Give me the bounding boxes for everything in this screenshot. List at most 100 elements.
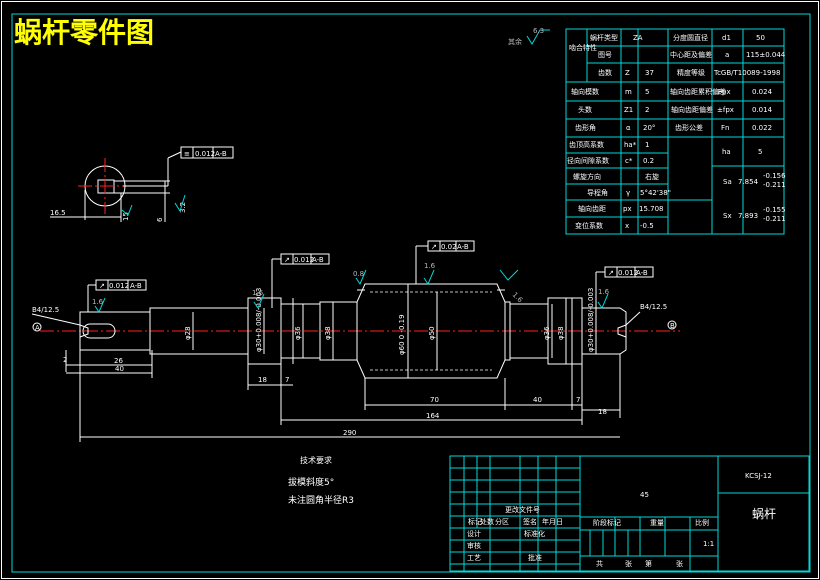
center-hole-right: B4/12.5	[640, 303, 667, 311]
dim-length: 2	[63, 356, 67, 364]
param-value: 5	[758, 148, 762, 156]
dim-length: 70	[430, 396, 439, 404]
param-label: 图号	[598, 51, 612, 59]
param-label: 中心距及偏差	[670, 50, 712, 59]
center-hole-left: B4/12.5	[32, 306, 59, 314]
dia-label: φ30+0.008/-0.003	[587, 288, 595, 352]
param-label: 变位系数	[575, 221, 603, 230]
param-label: 轴向齿距偏差	[671, 105, 713, 114]
gt-symbol: ↗	[608, 269, 614, 277]
role-cell: 工艺	[467, 554, 481, 562]
dim-length: 164	[426, 412, 440, 420]
bottom-cell: 共	[596, 559, 603, 568]
dim-length: 18	[598, 408, 607, 416]
dim-length: 40	[115, 365, 124, 373]
param-sym: x	[625, 222, 629, 230]
right-label: 重量	[650, 519, 664, 527]
param-label: 头数	[578, 105, 592, 114]
tech-heading: 技术要求	[300, 455, 332, 465]
dim-length: 7	[285, 376, 289, 384]
surface-value: 1.6	[511, 291, 525, 305]
surface-finish-note: 其余 6.3	[508, 27, 550, 46]
inner-frame	[11, 13, 811, 573]
surface-mark: 1.6	[597, 288, 610, 310]
surface-finish-value: 6.3	[533, 27, 544, 35]
dia-label: φ38	[557, 326, 565, 340]
gt-symbol: ↗	[284, 256, 290, 264]
tech-requirements: 技术要求 拔模斜度5° 未注圆角半径R3	[288, 455, 354, 506]
param-value: 0.024	[752, 88, 773, 96]
param-label: 分度圆直径	[673, 33, 708, 42]
bottom-cell: 张	[676, 559, 683, 568]
param-value: 7.854	[738, 178, 759, 186]
param-value: 0.014	[752, 106, 773, 114]
dia-label: φ36	[543, 326, 551, 340]
gt-datum: A-B	[457, 243, 469, 251]
param-value: 115±0.044	[746, 51, 786, 59]
param-value: TcGB/T10089-1998	[713, 69, 780, 77]
gt-tol: 0.012	[294, 256, 314, 264]
surface-mark: 0.8	[353, 269, 367, 286]
param-label: 精度等级	[677, 68, 705, 77]
param-value: 右旋	[645, 172, 659, 181]
param-sym: px	[623, 205, 632, 213]
surface-mark: 1.6	[423, 262, 436, 286]
bottom-cell: 张	[625, 559, 632, 568]
surface-value: 0.8	[353, 270, 364, 278]
param-tol-lower: -0.211	[763, 181, 786, 189]
param-label: 齿形角	[575, 123, 596, 132]
param-label: 蜗杆类型	[590, 33, 618, 42]
surface-value: 1.6	[92, 298, 104, 306]
gt-symbol: ↗	[99, 282, 105, 290]
param-sym: Fn	[721, 124, 729, 132]
dia-label: φ30+0.008/-0.003	[255, 288, 263, 352]
tech-item: 拔模斜度5°	[288, 476, 334, 488]
param-value: 0.022	[752, 124, 772, 132]
param-tol-lower: -0.211	[763, 215, 786, 223]
dia-label: φ28	[184, 326, 192, 340]
header-cell: 处数	[480, 517, 494, 526]
scale-value: 1:1	[703, 540, 714, 548]
tol-value: 0.012	[195, 150, 215, 158]
header-cell: 标记	[468, 517, 482, 526]
std-cell: 标准化	[524, 529, 545, 538]
svg-text:6: 6	[156, 217, 164, 222]
surface-value: 1.6	[598, 288, 610, 296]
param-sym: Sx	[723, 212, 732, 220]
dia-label: φ50	[428, 326, 436, 340]
gt-tol: 0.012	[109, 282, 129, 290]
surface-finish-label: 其余	[508, 37, 522, 46]
param-label: 齿形公差	[675, 123, 703, 132]
param-label: 径向间隙系数	[567, 156, 609, 165]
surface-mark: 1.6	[252, 289, 265, 310]
param-value: -0.5	[640, 222, 654, 230]
group-label-mesh: 啮合特性	[569, 43, 597, 52]
param-label: 导程角	[587, 188, 608, 197]
role-cell: 设计	[467, 529, 481, 538]
surface-mark: 1.6	[92, 297, 106, 314]
material: 45	[640, 491, 649, 499]
param-value: 5	[645, 88, 649, 96]
dim-width: 16.5	[50, 209, 66, 217]
param-value: 5°42'38"	[640, 189, 671, 197]
param-sym: Z1	[624, 106, 633, 114]
param-sym: α	[626, 124, 631, 132]
datum-right: B	[670, 322, 675, 330]
std-cell: 批准	[528, 553, 542, 562]
param-value: 1	[645, 141, 649, 149]
param-value: 7.893	[738, 212, 758, 220]
title-block: 标记 处数 分区 更改文件号 签名 年月日 设计 审核 工艺 标准化 批准 45…	[449, 455, 810, 572]
param-label: 齿顶高系数	[569, 140, 604, 149]
param-sym: ha	[722, 148, 731, 156]
param-label: 轴向齿距累积偏差	[670, 87, 726, 96]
right-label: 阶段标记	[593, 518, 621, 527]
param-label: 轴向齿距	[578, 204, 606, 213]
gt-tol: 0.012	[618, 269, 638, 277]
gt-datum: A-B	[130, 282, 142, 290]
param-sym: γ	[626, 189, 630, 197]
params-table: 啮合特性 蜗杆类型 ZA 图号 齿数 Z 37 轴向模数 m 5 头数 Z1 2…	[565, 28, 786, 235]
keyway-section-view: ≡ 0.012 A-B 16.5 15 6 3.2	[50, 146, 234, 222]
dim-length: 290	[343, 429, 356, 437]
